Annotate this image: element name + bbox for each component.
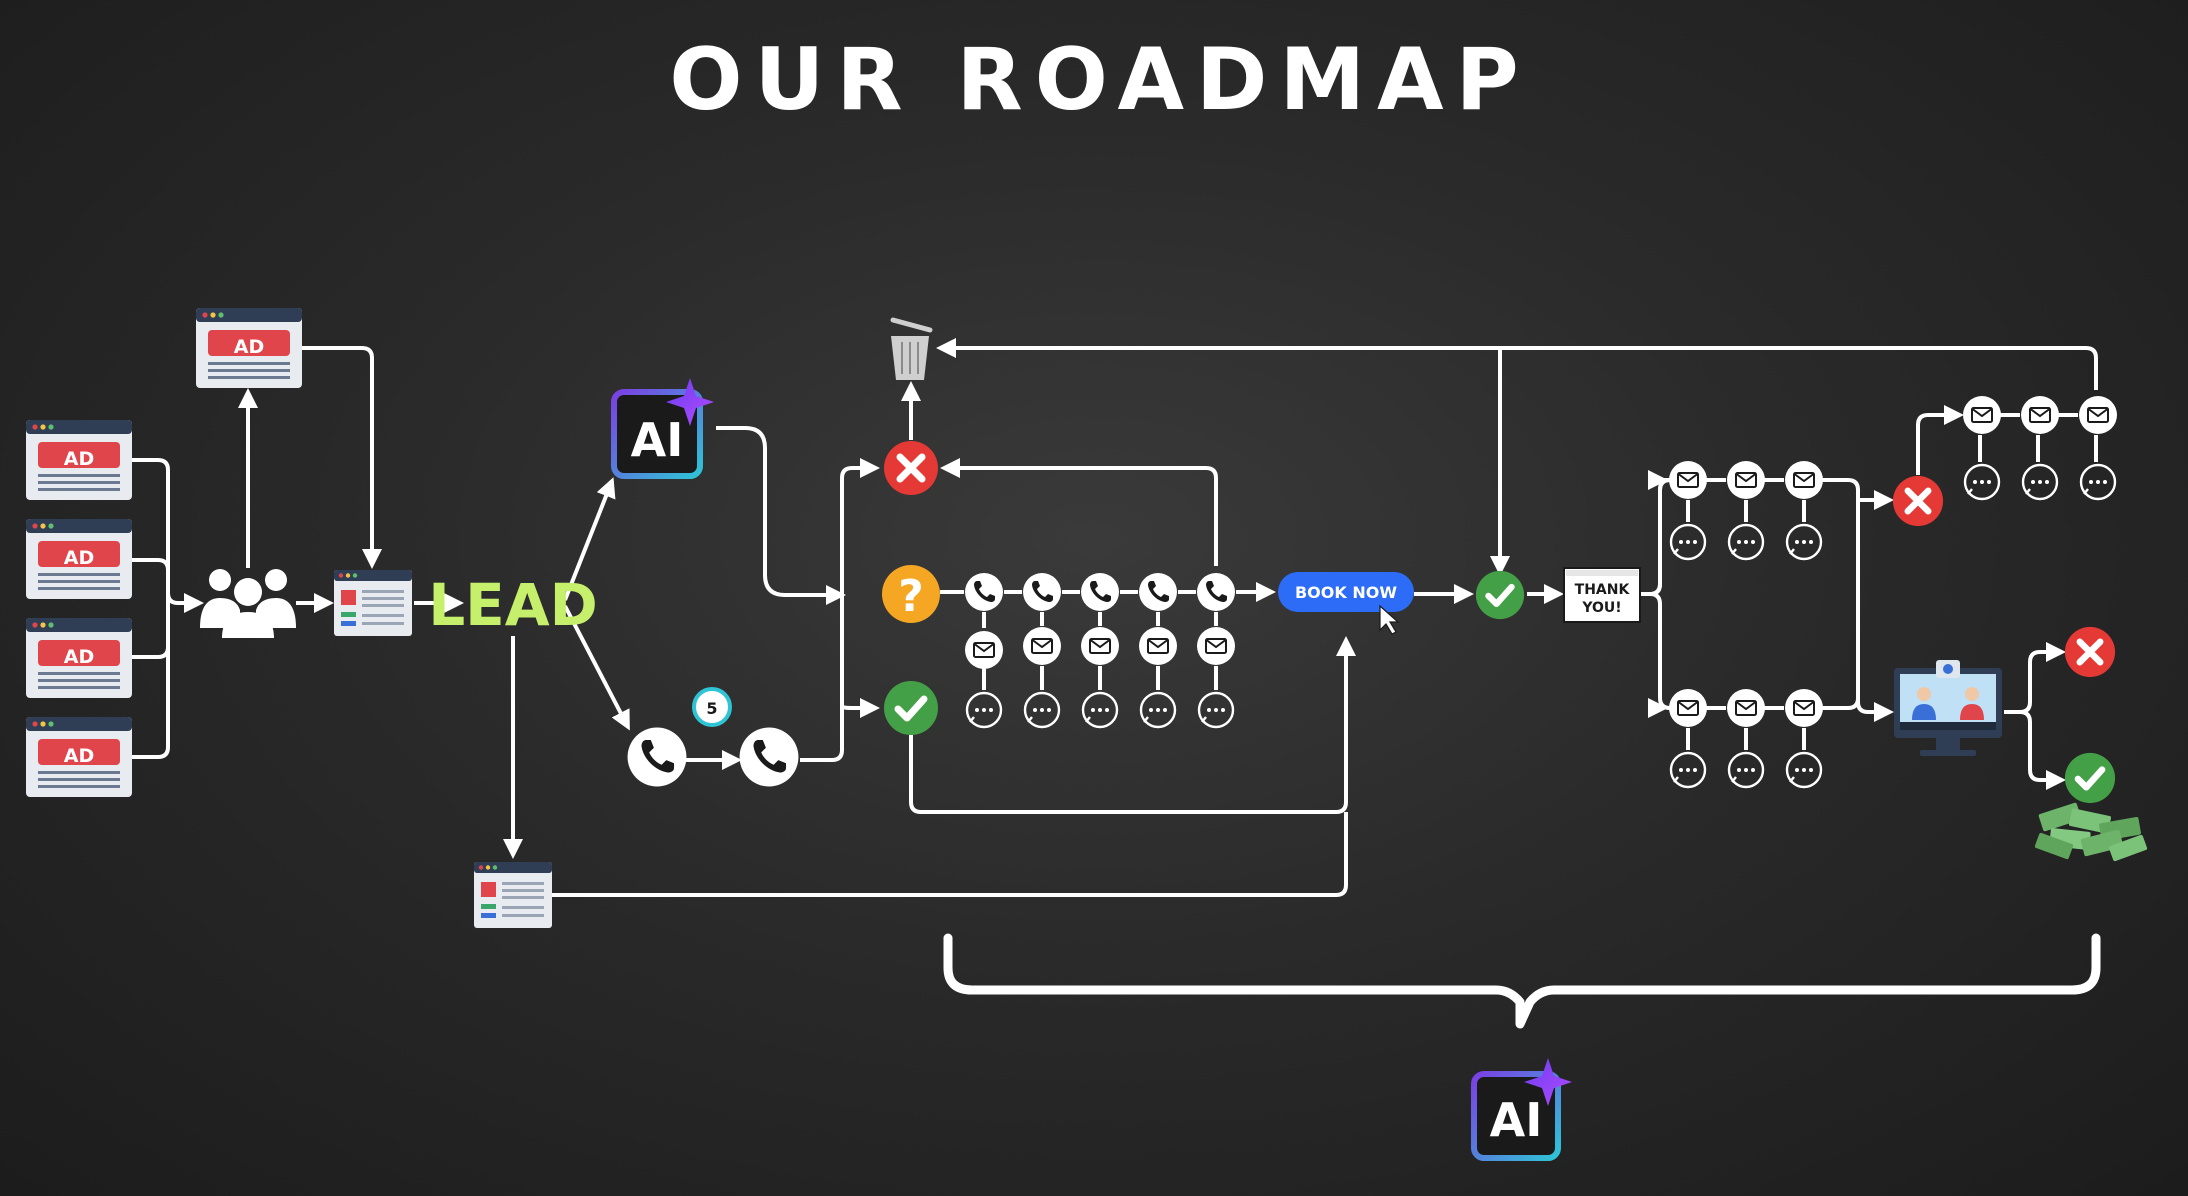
lead-capture-page-icon — [474, 862, 552, 928]
ad-label-2: AD — [64, 547, 94, 569]
reject-icon-3 — [2065, 627, 2115, 677]
ai-icon: AI — [611, 378, 714, 479]
confirm-icon-2 — [1476, 571, 1524, 619]
svg-text:THANK: THANK — [1575, 582, 1631, 598]
reject-icon-2 — [1893, 476, 1943, 526]
connector-lines — [132, 338, 2098, 897]
ad-label-3: AD — [64, 646, 94, 668]
ai-icon-large: AI — [1471, 1058, 1572, 1161]
audience-group-icon — [200, 569, 296, 638]
video-call-monitor-icon — [1894, 660, 2002, 756]
reject-icon-1 — [884, 441, 938, 495]
book-now-button[interactable]: BOOK NOW — [1278, 572, 1414, 635]
question-icon: ? — [882, 565, 940, 623]
lead-label: LEAD — [428, 571, 598, 639]
pointer-cursor-icon — [1379, 604, 1400, 635]
svg-text:BOOK NOW: BOOK NOW — [1295, 583, 1397, 602]
svg-text:AI: AI — [631, 413, 684, 467]
page-title: OUR ROADMAP — [669, 30, 1531, 130]
money-pile-icon — [2034, 802, 2148, 862]
confirm-icon-3 — [2065, 753, 2115, 803]
svg-text:?: ? — [898, 571, 924, 622]
call-chain — [964, 573, 1236, 729]
phone-call-icon-1 — [627, 727, 687, 787]
ad-label-top: AD — [234, 336, 264, 358]
landing-page-icon — [334, 570, 412, 636]
group-brace — [943, 933, 2101, 1029]
svg-text:AI: AI — [1490, 1093, 1543, 1147]
ad-label-4: AD — [64, 745, 94, 767]
timer-icon: 5 — [692, 687, 732, 727]
trash-icon — [890, 317, 933, 380]
thank-you-card: THANK YOU! — [1563, 567, 1641, 623]
svg-text:YOU!: YOU! — [1581, 600, 1621, 616]
ad-label-1: AD — [64, 448, 94, 470]
phone-call-icon-2 — [739, 727, 799, 787]
svg-text:5: 5 — [706, 699, 717, 718]
confirm-icon-1 — [884, 681, 938, 735]
